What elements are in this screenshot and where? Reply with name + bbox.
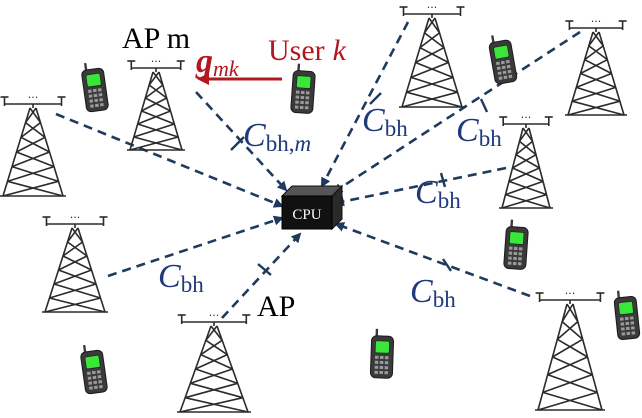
antenna-ellipsis: ··· [28,91,39,104]
user-k-word: User [268,34,325,67]
antenna-ellipsis: ··· [591,15,602,28]
cell-tower-icon: ··· [42,211,108,313]
cpu-box-front [281,195,333,230]
fronthaul-label: Cbh [410,273,456,312]
mobile-phone-icon [290,63,316,114]
fronthaul-link-ap-bottom [221,232,302,319]
fronthaul-link-ap-bottom-left [107,215,284,278]
cell-tower-icon: ··· [535,287,605,411]
mobile-phone-icon [503,219,529,270]
fronthaul-label: Cbh [158,258,204,297]
fronthaul-link-ap-top-right [332,30,581,194]
users [80,35,641,395]
cell-tower-icon: ··· [127,55,185,151]
cell-tower-icon: ··· [565,15,627,116]
channel-label: gmk [195,43,240,81]
mobile-phone-icon [80,344,108,395]
fronthaul-subscript-var: m [294,131,311,156]
fronthaul-symbol: C [415,174,438,211]
antenna-ellipsis: ··· [70,211,81,224]
capacity-tick [439,172,447,188]
fronthaul-subscript: bh [479,126,503,151]
channel-symbol: g [195,43,213,80]
capacity-tick [230,136,245,151]
capacity-tick [257,263,272,276]
capacity-ticks [230,92,489,276]
capacity-tick [369,92,382,105]
fronthaul-label: Cbh [362,102,408,141]
fronthaul-subscript: bh [438,188,462,213]
fronthaul-symbol: C [410,273,433,310]
antenna-ellipsis: ··· [427,1,438,14]
fronthaul-symbol: C [362,102,385,139]
access-points: ··· ··· ··· ··· ··· ··· ··· ··· [0,1,627,413]
channel-subscript: mk [213,56,240,81]
fronthaul-subscript: bh [385,116,409,141]
fronthaul-subscript: bh [181,272,205,297]
fronthaul-symbol: C [158,258,181,295]
fronthaul-label-ap-m: Cbh,m [243,117,311,156]
antenna-ellipsis: ··· [565,287,576,300]
mobile-phone-icon [488,35,518,85]
mobile-phone-icon [369,328,395,379]
cell-tower-icon: ··· [0,91,66,197]
antenna-ellipsis: ··· [209,309,220,322]
fronthaul-label: Cbh [415,174,461,213]
fronthaul-links [55,21,581,319]
capacity-tick [442,258,452,272]
fronthaul-subscript: bh [433,287,457,312]
capacity-tick [479,98,489,113]
fronthaul-subscript: bh, [266,131,295,156]
cell-tower-icon: ··· [499,111,553,209]
fronthaul-symbol: C [243,117,266,154]
fronthaul-link-ap-bottom-right [334,222,531,298]
mobile-phone-icon [613,290,641,341]
fronthaul-label: Cbh [456,112,502,151]
fronthaul-link-ap-left [55,112,284,208]
user-k-var: k [333,34,347,67]
ap-m-label: AP m [122,22,190,55]
antenna-ellipsis: ··· [151,55,162,68]
cpu-box-icon: CPU [280,184,344,231]
fronthaul-link-ap-top-center [320,21,410,188]
mobile-phone-icon [81,62,109,113]
antenna-ellipsis: ··· [521,111,532,124]
cpu-label: CPU [292,207,321,223]
cell-tower-icon: ··· [177,309,251,413]
ap-label: AP [257,290,295,323]
cell-tower-icon: ··· [399,1,465,108]
fronthaul-symbol: C [456,112,479,149]
